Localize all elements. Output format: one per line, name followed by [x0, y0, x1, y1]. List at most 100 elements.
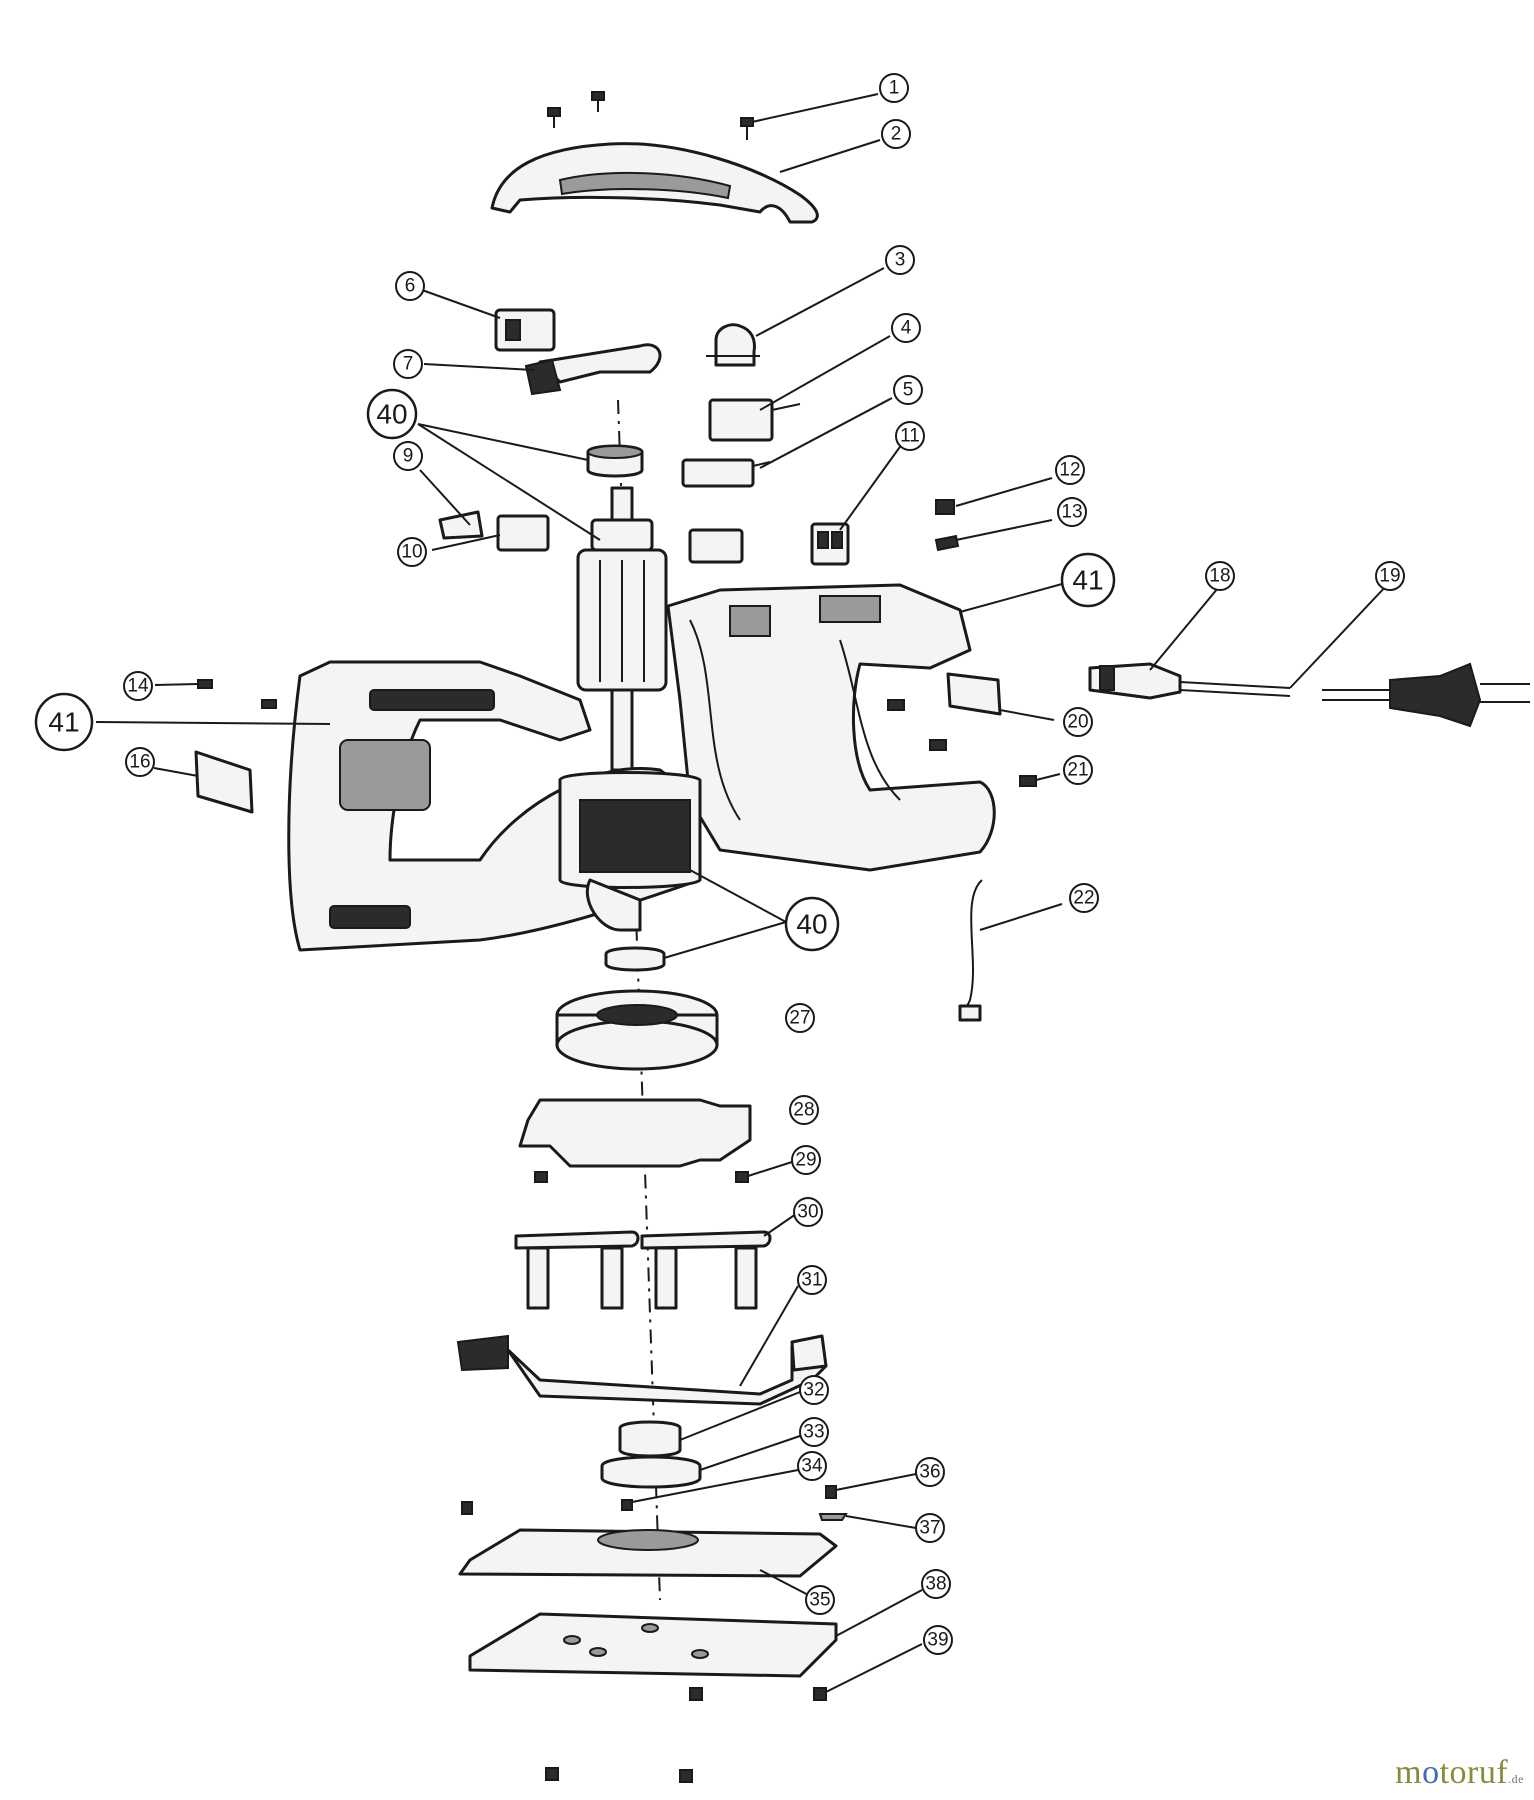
callout-34: 34	[797, 1451, 827, 1481]
leader-lines	[95, 93, 1389, 1693]
svg-text:5: 5	[903, 380, 914, 401]
callout-2: 2	[881, 119, 911, 149]
part-housing-right-details	[689, 595, 901, 821]
callout-41-right: 41	[1060, 552, 1116, 608]
watermark-rest: toruf	[1439, 1754, 1509, 1791]
svg-text:18: 18	[1209, 566, 1230, 587]
callout-18: 18	[1205, 561, 1235, 591]
part-field-coil	[558, 771, 702, 932]
part-label-16	[194, 750, 254, 814]
svg-text:40: 40	[376, 399, 407, 430]
svg-text:10: 10	[401, 542, 422, 563]
part-screw-right-b	[929, 739, 947, 751]
part-clamp-lever	[456, 1334, 828, 1406]
callout-38: 38	[921, 1569, 951, 1599]
callout-30: 30	[793, 1197, 823, 1227]
svg-text:35: 35	[809, 1590, 830, 1611]
part-screw-left	[261, 699, 277, 709]
svg-text:41: 41	[1072, 565, 1103, 596]
svg-text:33: 33	[803, 1422, 824, 1443]
part-screw-right-a	[887, 699, 905, 711]
watermark-logo: motoruf.de	[1395, 1754, 1524, 1792]
part-wire-22	[959, 879, 983, 1011]
part-dust-shroud	[518, 1098, 752, 1168]
svg-text:1: 1	[889, 78, 900, 99]
svg-text:7: 7	[403, 354, 414, 375]
callout-35: 35	[805, 1585, 835, 1615]
part-top-cover-grip	[558, 171, 732, 200]
callout-21: 21	[1063, 755, 1093, 785]
part-switch-lever-grip	[524, 358, 562, 396]
callout-6: 6	[395, 271, 425, 301]
part-screw-21	[1019, 775, 1037, 787]
part-switch	[708, 398, 774, 442]
part-base-plate	[458, 1528, 838, 1578]
callout-41-left: 41	[34, 692, 94, 752]
part-screw-39b	[813, 1687, 827, 1701]
svg-text:39: 39	[927, 1630, 948, 1651]
callout-3: 3	[885, 245, 915, 275]
part-screw-29b	[735, 1171, 749, 1183]
callout-32: 32	[799, 1375, 829, 1405]
svg-text:30: 30	[797, 1202, 818, 1223]
part-armature	[576, 486, 668, 772]
part-rubber-feet	[514, 1230, 772, 1310]
part-carbon-brush	[496, 514, 550, 552]
part-screw-36	[825, 1485, 837, 1499]
part-switch-lever	[538, 343, 662, 384]
watermark-suffix: .de	[1508, 1772, 1524, 1786]
part-screw-39d	[679, 1769, 693, 1783]
part-seal-33	[600, 1455, 702, 1489]
watermark-o: o	[1422, 1754, 1440, 1791]
part-screw-14	[197, 679, 213, 689]
svg-text:13: 13	[1061, 502, 1082, 523]
callout-20: 20	[1063, 707, 1093, 737]
callout-5: 5	[893, 375, 923, 405]
callout-12: 12	[1055, 455, 1085, 485]
callout-13: 13	[1057, 497, 1087, 527]
part-small-screw-12	[935, 499, 955, 515]
svg-text:22: 22	[1073, 888, 1094, 909]
svg-text:34: 34	[801, 1456, 823, 1477]
svg-text:12: 12	[1059, 460, 1080, 481]
part-brush-holder	[438, 510, 484, 540]
callout-29: 29	[791, 1145, 821, 1175]
callout-40-lower: 40	[784, 896, 840, 952]
svg-text:38: 38	[925, 1574, 946, 1595]
part-screw-39c	[545, 1767, 559, 1781]
callout-39: 39	[923, 1625, 953, 1655]
callout-10: 10	[397, 537, 427, 567]
watermark-m: m	[1395, 1754, 1423, 1791]
callout-36: 36	[915, 1457, 945, 1487]
part-sanding-pad-holes	[563, 1623, 709, 1659]
callout-16: 16	[125, 747, 155, 777]
part-screw-39a	[689, 1687, 703, 1701]
svg-text:21: 21	[1067, 760, 1088, 781]
callout-7: 7	[393, 349, 423, 379]
part-housing-left-vents	[329, 689, 495, 929]
svg-text:19: 19	[1379, 566, 1400, 587]
part-sanding-pad	[468, 1612, 838, 1678]
callout-14: 14	[123, 671, 153, 701]
svg-text:37: 37	[919, 1518, 940, 1539]
part-bearing-lower	[604, 946, 666, 972]
part-housing-right	[666, 583, 996, 872]
svg-text:3: 3	[895, 250, 906, 271]
part-brush-right	[688, 528, 744, 564]
svg-text:27: 27	[789, 1008, 810, 1029]
part-screw-top	[547, 91, 754, 140]
callout-22: 22	[1069, 883, 1099, 913]
svg-text:11: 11	[900, 426, 920, 447]
callout-28: 28	[789, 1095, 819, 1125]
part-switch-knob	[714, 323, 756, 367]
part-power-cord	[1088, 662, 1530, 728]
svg-text:14: 14	[127, 676, 149, 697]
part-label-20	[946, 672, 1002, 716]
callout-4: 4	[891, 313, 921, 343]
callout-40-top: 40	[366, 388, 418, 440]
part-switch-cover	[494, 308, 556, 352]
svg-text:40: 40	[796, 909, 827, 940]
svg-text:36: 36	[919, 1462, 940, 1483]
callout-27: 27	[785, 1003, 815, 1033]
